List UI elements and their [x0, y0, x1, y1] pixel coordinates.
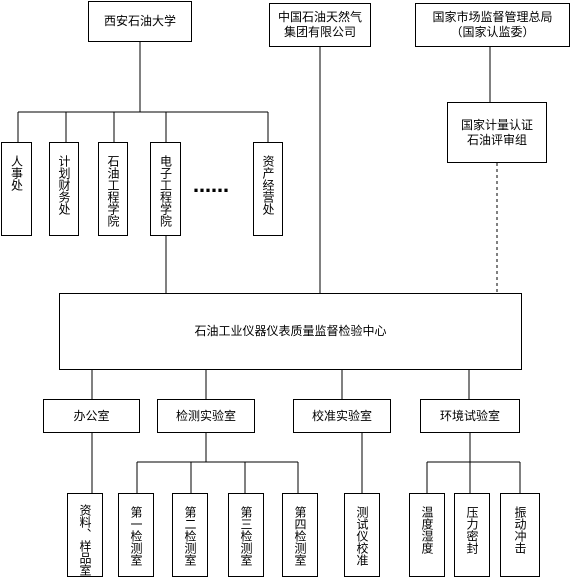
unit-testing-room-3: 第三检测室	[228, 493, 264, 577]
dept-asset-management: 资产经营处	[253, 142, 283, 236]
center-label: 石油工业仪器仪表质量监督检验中心	[194, 324, 387, 338]
dept-finance: 计划财务处	[49, 142, 79, 236]
metrology-group-line-1: 国家计量认证	[460, 117, 533, 132]
unit-instrument-calibration-label: 测试仪校准	[355, 506, 369, 566]
unit-testing-room-4: 第四检测室	[282, 493, 318, 577]
unit-testing-room-1: 第一检测室	[118, 493, 154, 577]
division-environment-lab-label: 环境试验室	[439, 408, 500, 423]
dept-asset-management-label: 资产经营处	[261, 155, 275, 215]
unit-pressure-sealing-label: 压力密封	[465, 506, 479, 554]
unit-testing-room-1-label: 第一检测室	[129, 506, 143, 566]
dept-finance-label: 计划财务处	[57, 155, 71, 215]
samr-label-line-1: 国家市场监督管理总局	[432, 10, 553, 24]
division-testing-lab: 检测实验室	[157, 399, 255, 433]
dept-personnel-label: 人事处	[9, 155, 24, 191]
unit-testing-room-4-label: 第四检测室	[293, 506, 307, 566]
unit-testing-room-3-label: 第三检测室	[239, 506, 253, 566]
division-environment-lab: 环境试验室	[420, 399, 520, 433]
unit-vibration-shock-label: 振动冲击	[513, 506, 527, 554]
xian-university-box: 西安石油大学	[88, 1, 192, 42]
dept-electronic-engineering: 电子工程学院	[150, 142, 181, 236]
dept-petroleum-engineering-label: 石油工程学院	[106, 155, 120, 227]
metrology-group-line-2: 石油评审组	[466, 132, 527, 147]
unit-temperature-humidity: 温度湿度	[409, 493, 445, 577]
unit-instrument-calibration: 测试仪校准	[344, 493, 380, 577]
dept-electronic-engineering-label: 电子工程学院	[158, 155, 173, 227]
xian-university-label: 西安石油大学	[103, 14, 176, 28]
division-office: 办公室	[43, 399, 140, 433]
division-testing-lab-label: 检测实验室	[175, 408, 236, 423]
unit-pressure-sealing: 压力密封	[454, 493, 490, 577]
unit-testing-room-2-label: 第二检测室	[183, 506, 197, 566]
dept-petroleum-engineering: 石油工程学院	[98, 142, 128, 236]
division-calibration-lab: 校准实验室	[293, 399, 391, 433]
unit-archive-sample-room-label: 资料、样品室	[78, 504, 92, 576]
cnpc-label-line-1: 中国石油天然气	[277, 10, 362, 24]
samr-label-line-2: （国家认监委）	[450, 25, 535, 39]
unit-vibration-shock: 振动冲击	[500, 493, 540, 577]
more-depts-ellipsis: ……	[193, 176, 229, 197]
cnpc-box: 中国石油天然气 集团有限公司	[269, 3, 371, 47]
unit-temperature-humidity-label: 温度湿度	[420, 506, 434, 554]
samr-box: 国家市场监督管理总局 （国家认监委）	[415, 3, 570, 47]
division-calibration-lab-label: 校准实验室	[311, 408, 372, 423]
division-office-label: 办公室	[73, 408, 110, 423]
unit-testing-room-2: 第二检测室	[172, 493, 208, 577]
metrology-group-box: 国家计量认证 石油评审组	[447, 102, 547, 163]
unit-archive-sample-room: 资料、样品室	[67, 493, 103, 577]
dept-personnel: 人事处	[1, 142, 32, 236]
cnpc-label-line-2: 集团有限公司	[283, 25, 356, 39]
center-box: 石油工业仪器仪表质量监督检验中心	[59, 293, 522, 370]
